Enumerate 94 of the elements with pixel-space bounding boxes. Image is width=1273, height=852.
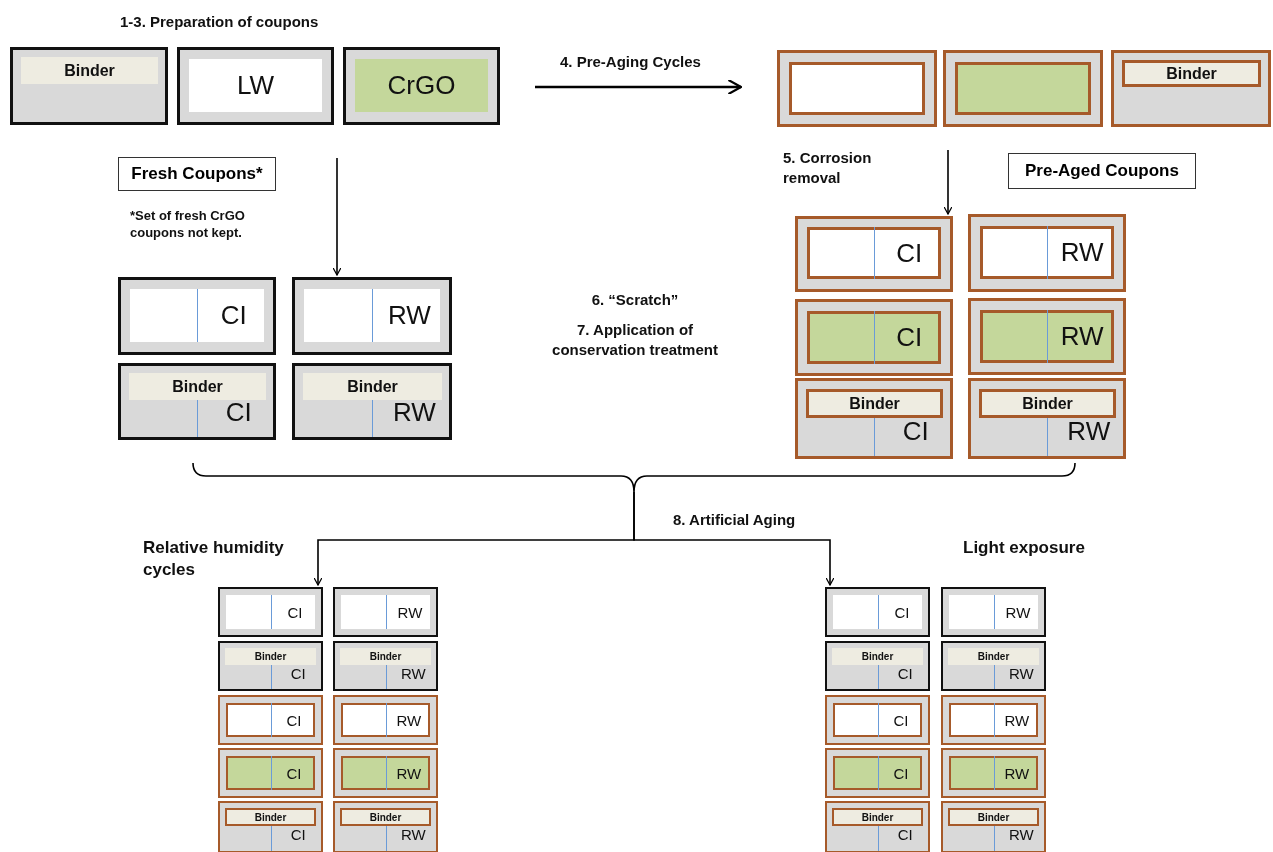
coupon	[795, 378, 953, 459]
binder-strip: Binder	[1122, 60, 1261, 87]
binder-strip: Binder	[832, 648, 923, 665]
coupon	[292, 363, 452, 440]
coupon	[333, 801, 438, 852]
coupon-label: CI	[892, 710, 910, 731]
coupon	[941, 587, 1046, 637]
label-box: Pre-Aged Coupons	[1008, 153, 1196, 189]
coupon	[825, 801, 930, 852]
coupon	[825, 587, 930, 637]
arrow	[943, 149, 953, 215]
annotation-text: 8. Artificial Aging	[673, 510, 797, 530]
coupon	[941, 641, 1046, 691]
edge-label: 4. Pre-Aging Cycles	[560, 52, 701, 72]
arrow	[535, 78, 743, 96]
coupon	[218, 801, 323, 852]
annotation-text: Light exposure	[963, 537, 1086, 559]
coupon	[218, 587, 323, 637]
coupon-label: CI	[893, 602, 911, 623]
binder-strip: Binder	[948, 648, 1039, 665]
coupon-label: CI	[286, 602, 304, 623]
coupon	[941, 695, 1046, 745]
coupon-label: RW	[1007, 663, 1035, 684]
coupon-label: CI	[289, 663, 307, 684]
binder-strip: Binder	[225, 648, 316, 665]
binder-strip: Binder	[979, 389, 1116, 418]
coupon-label: CI	[219, 299, 248, 332]
coupon	[943, 50, 1103, 127]
coupon-label: CI	[896, 663, 914, 684]
binder-strip: Binder	[340, 808, 431, 826]
coupon-label: CrGO	[386, 69, 457, 102]
arrow	[332, 157, 342, 276]
coupon-label: RW	[1007, 825, 1035, 845]
coupon	[218, 695, 323, 745]
coupon-label: RW	[395, 710, 423, 731]
coupon	[118, 277, 276, 355]
coupon	[333, 748, 438, 798]
coupon-label: CI	[289, 825, 307, 845]
coupon	[118, 363, 276, 440]
coupon-label: CI	[285, 710, 303, 731]
binder-strip: Binder	[129, 373, 266, 400]
coupon	[795, 299, 953, 376]
binder-strip: Binder	[225, 808, 316, 826]
coupon-label: RW	[1059, 320, 1105, 353]
annotation-text: 1-3. Preparation of coupons	[120, 12, 320, 32]
coupon	[825, 748, 930, 798]
coupon	[825, 641, 930, 691]
coupon	[777, 50, 937, 127]
coupon	[941, 801, 1046, 852]
coupon	[968, 298, 1126, 375]
coupon	[825, 695, 930, 745]
binder-strip: Binder	[806, 389, 943, 418]
coupon	[941, 748, 1046, 798]
annotation-text: 7. Application of conservation treatment	[551, 320, 719, 359]
coupon	[795, 216, 953, 292]
coupon	[292, 277, 452, 355]
coupon	[333, 641, 438, 691]
coupon	[177, 47, 334, 125]
coupon-label: RW	[1003, 763, 1031, 784]
annotation-text: Relative humidity cycles	[143, 537, 285, 582]
coupon	[1111, 50, 1271, 127]
coupon-label: CI	[896, 825, 914, 845]
annotation-text: 6. “Scratch”	[590, 290, 680, 310]
binder-strip: Binder	[303, 373, 442, 400]
coupon	[218, 641, 323, 691]
coupon-label: CI	[892, 763, 910, 784]
label-box: Fresh Coupons*	[118, 157, 276, 191]
coupon-label: RW	[1003, 710, 1031, 731]
coupon	[968, 214, 1126, 292]
coupon-label: CI	[895, 236, 924, 270]
binder-strip: Binder	[948, 808, 1039, 826]
bracket	[192, 462, 1076, 493]
coupon	[343, 47, 500, 125]
coupon-label: RW	[386, 299, 432, 332]
coupon	[968, 378, 1126, 459]
coupon-label: CI	[895, 321, 924, 354]
coupon	[333, 587, 438, 637]
coupon-label: RW	[1059, 236, 1105, 269]
binder-strip: Binder	[21, 57, 158, 84]
coupon-label: RW	[399, 825, 427, 845]
coupon-label: LW	[235, 69, 276, 102]
binder-strip: Binder	[832, 808, 923, 826]
binder-strip: Binder	[340, 648, 431, 665]
annotation-text: *Set of fresh CrGO coupons not kept.	[130, 208, 246, 242]
coupon	[10, 47, 168, 125]
arrow	[633, 491, 835, 586]
coupon-label: RW	[395, 763, 423, 784]
annotation-text: 5. Corrosion removal	[783, 148, 873, 187]
coupon-label: RW	[399, 663, 427, 684]
coupon	[218, 748, 323, 798]
coupon-label: CI	[285, 763, 303, 784]
coupon-label: RW	[1004, 602, 1032, 623]
coupon-label: RW	[396, 602, 424, 623]
coupon	[333, 695, 438, 745]
